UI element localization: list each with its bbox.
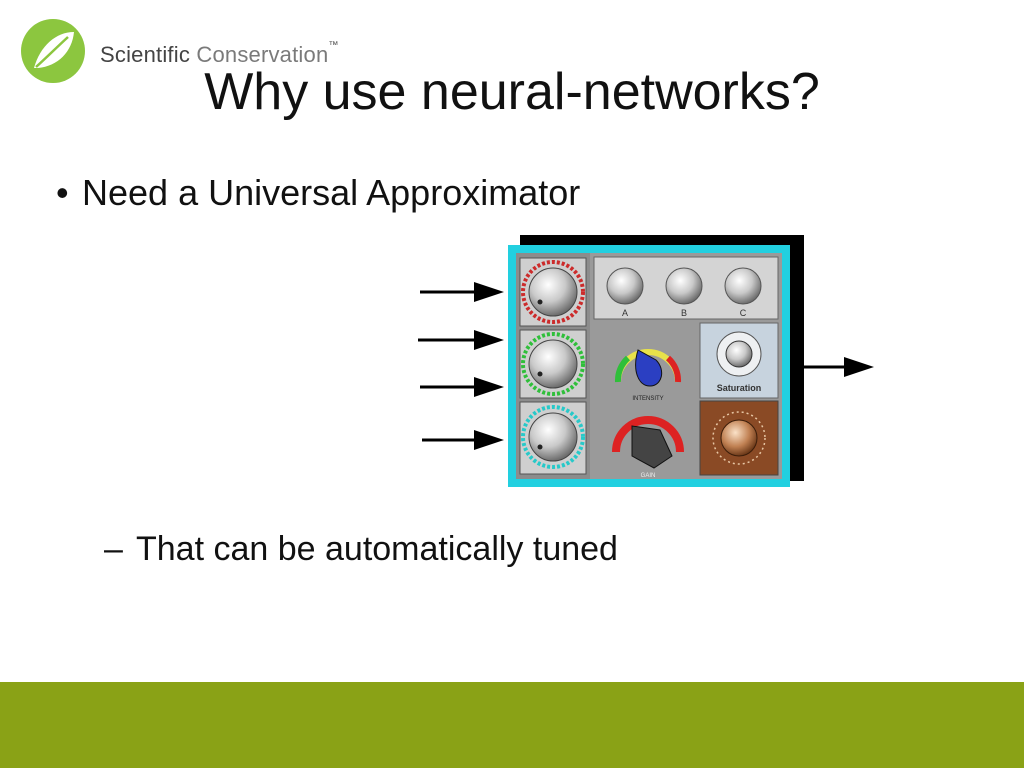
top-knob-panel: A B C <box>593 256 779 320</box>
bullet-marker: • <box>56 172 69 213</box>
saturation-label: Saturation <box>717 383 762 393</box>
input-arrow-icon <box>420 282 504 302</box>
universal-approximator-diagram: A B C INTENSITY GAIN Saturation <box>418 235 874 487</box>
sub-bullet-item: –That can be automatically tuned <box>104 530 618 569</box>
slide-title: Why use neural-networks? <box>204 63 820 121</box>
knob-label-b: B <box>681 308 687 318</box>
saturation-dial: Saturation <box>699 322 779 399</box>
intensity-dial: INTENSITY <box>614 349 682 402</box>
output-arrow-icon <box>795 357 874 377</box>
leaf-logo-icon <box>21 19 85 83</box>
intensity-label: INTENSITY <box>632 396 663 402</box>
gain-dial: GAIN <box>612 416 684 479</box>
input-arrow-icon <box>418 330 504 350</box>
logo-wordmark: Scientific Conservation™ <box>100 40 339 68</box>
copper-dial <box>699 400 779 476</box>
logo-trademark: ™ <box>328 40 339 51</box>
logo-name-strong: Scientific <box>100 42 191 67</box>
input-arrows <box>418 282 504 450</box>
company-logo: Scientific Conservation™ <box>20 18 380 88</box>
input-arrow-icon <box>420 377 504 397</box>
knob-label-a: A <box>622 308 628 318</box>
sub-bullet-marker: – <box>104 530 123 568</box>
bullet-item: • Need a Universal Approximator <box>56 172 580 214</box>
input-arrow-icon <box>422 430 504 450</box>
footer-bar <box>0 682 1024 768</box>
logo-name-light: Conservation <box>190 42 329 67</box>
bullet-text: Need a Universal Approximator <box>82 172 581 213</box>
input-weight-knobs <box>516 253 590 479</box>
knob-label-c: C <box>740 308 747 318</box>
sub-bullet-text: That can be automatically tuned <box>136 530 618 568</box>
gain-label: GAIN <box>641 473 656 479</box>
